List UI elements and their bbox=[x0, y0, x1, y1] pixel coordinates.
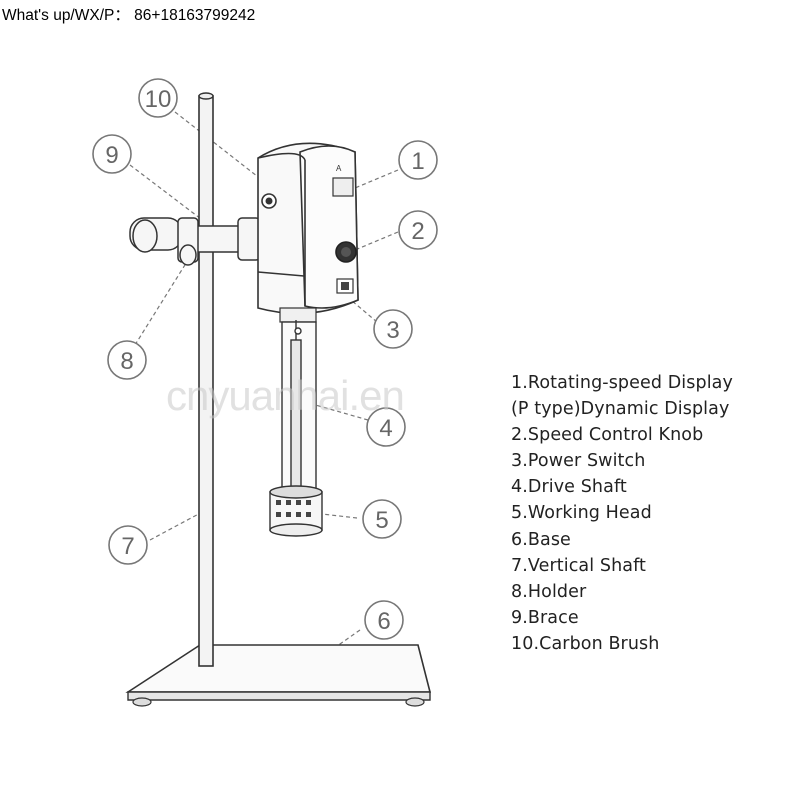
watermark: cnyuanhai.en bbox=[166, 372, 405, 419]
callout-10: 10 bbox=[138, 78, 178, 118]
svg-text:9: 9 bbox=[105, 142, 118, 169]
callout-markers: 1 2 3 4 5 6 7 8 9 10 bbox=[92, 78, 438, 640]
svg-text:1: 1 bbox=[411, 148, 424, 175]
callout-3: 3 bbox=[373, 309, 413, 349]
callout-5: 5 bbox=[362, 499, 402, 539]
svg-text:4: 4 bbox=[379, 415, 392, 442]
svg-text:2: 2 bbox=[411, 218, 424, 245]
callout-6: 6 bbox=[364, 600, 404, 640]
svg-text:3: 3 bbox=[386, 317, 399, 344]
working-head bbox=[269, 485, 323, 537]
legend-item: (P type)Dynamic Display bbox=[511, 399, 730, 420]
svg-text:6: 6 bbox=[377, 608, 390, 635]
svg-text:A: A bbox=[336, 164, 342, 173]
callout-2: 2 bbox=[398, 210, 438, 250]
legend-item: 4.Drive Shaft bbox=[511, 477, 627, 498]
legend-item: 7.Vertical Shaft bbox=[511, 555, 647, 576]
legend-item: 8.Holder bbox=[511, 581, 587, 602]
parts-legend: 1.Rotating-speed Display (P type)Dynamic… bbox=[511, 370, 733, 657]
holder-clamp bbox=[129, 217, 261, 266]
svg-text:5: 5 bbox=[375, 507, 388, 534]
svg-text:10: 10 bbox=[145, 86, 172, 113]
svg-text:8: 8 bbox=[120, 348, 133, 375]
callout-1: 1 bbox=[398, 140, 438, 180]
callout-4: 4 bbox=[366, 407, 406, 447]
legend-item: 6.Base bbox=[511, 529, 571, 550]
legend-item: 2.Speed Control Knob bbox=[511, 425, 704, 446]
legend-item: 5.Working Head bbox=[511, 503, 652, 524]
legend-item: 9.Brace bbox=[511, 607, 579, 628]
callout-8: 8 bbox=[107, 340, 147, 380]
base-plate bbox=[125, 644, 432, 707]
svg-text:7: 7 bbox=[121, 533, 134, 560]
legend-item: 3.Power Switch bbox=[511, 451, 646, 472]
contact-info: What's up/WX/P： 86+18163799242 bbox=[2, 7, 256, 24]
motor-body: A bbox=[257, 142, 359, 323]
callout-9: 9 bbox=[92, 134, 132, 174]
callout-7: 7 bbox=[108, 525, 148, 565]
legend-item: 1.Rotating-speed Display bbox=[511, 373, 733, 393]
legend-item: 10.Carbon Brush bbox=[511, 633, 660, 654]
